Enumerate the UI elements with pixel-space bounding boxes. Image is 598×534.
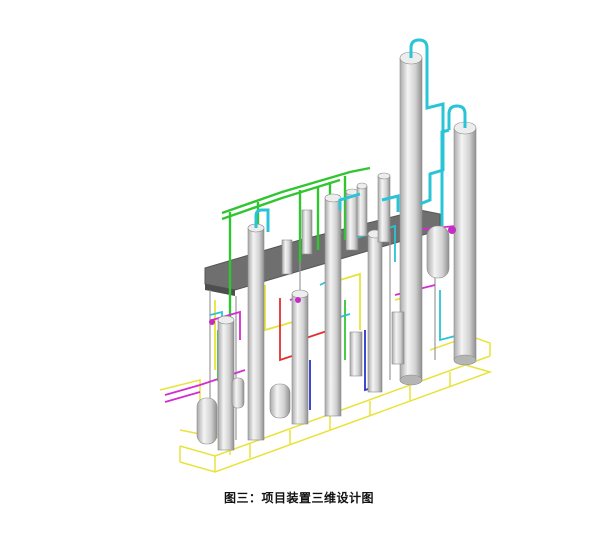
column-b	[345, 191, 359, 251]
cyan-overhead-lines	[254, 38, 467, 232]
column-d	[377, 175, 391, 243]
column-f	[291, 293, 309, 425]
tank-a	[196, 397, 218, 445]
figure-caption: 图三：项目装置三维设计图	[223, 491, 374, 505]
valves	[209, 226, 456, 325]
second-column	[453, 127, 477, 361]
side-drum	[426, 225, 450, 279]
column-i	[301, 209, 313, 255]
vessels	[196, 51, 477, 451]
column-k	[391, 311, 405, 365]
column-c	[367, 233, 383, 393]
column-g	[247, 227, 265, 441]
tank-b	[269, 383, 291, 419]
column-l	[349, 331, 363, 377]
column-h	[217, 319, 235, 451]
tank-c	[231, 377, 245, 409]
column-j	[281, 239, 293, 275]
plant-3d-model-illustration	[159, 38, 493, 473]
column-a	[324, 197, 342, 417]
